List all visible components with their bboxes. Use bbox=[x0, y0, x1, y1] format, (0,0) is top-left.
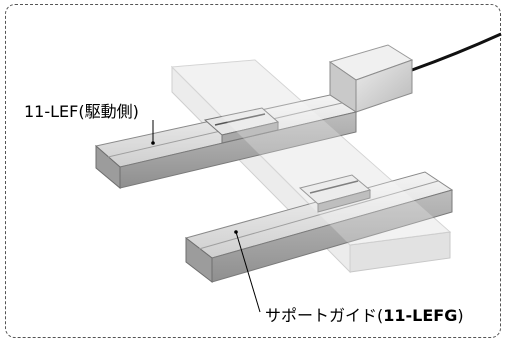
dashed-frame bbox=[5, 4, 501, 338]
support-guide-label: サポートガイド(11-LEFG) bbox=[265, 302, 464, 326]
support-guide-suffix: ) bbox=[457, 306, 464, 325]
support-guide-model: 11-LEFG bbox=[383, 306, 458, 325]
motor-side bbox=[355, 59, 413, 113]
drive-rail-end bbox=[95, 144, 121, 190]
guide-rail-end bbox=[185, 236, 213, 284]
motor-cable bbox=[411, 32, 502, 72]
drive-side-label: 11-LEF(駆動側) bbox=[24, 102, 139, 121]
workpiece-overlay bbox=[172, 60, 450, 245]
support-guide-prefix: サポートガイド( bbox=[265, 306, 384, 325]
guide-leader-line bbox=[235, 231, 261, 313]
